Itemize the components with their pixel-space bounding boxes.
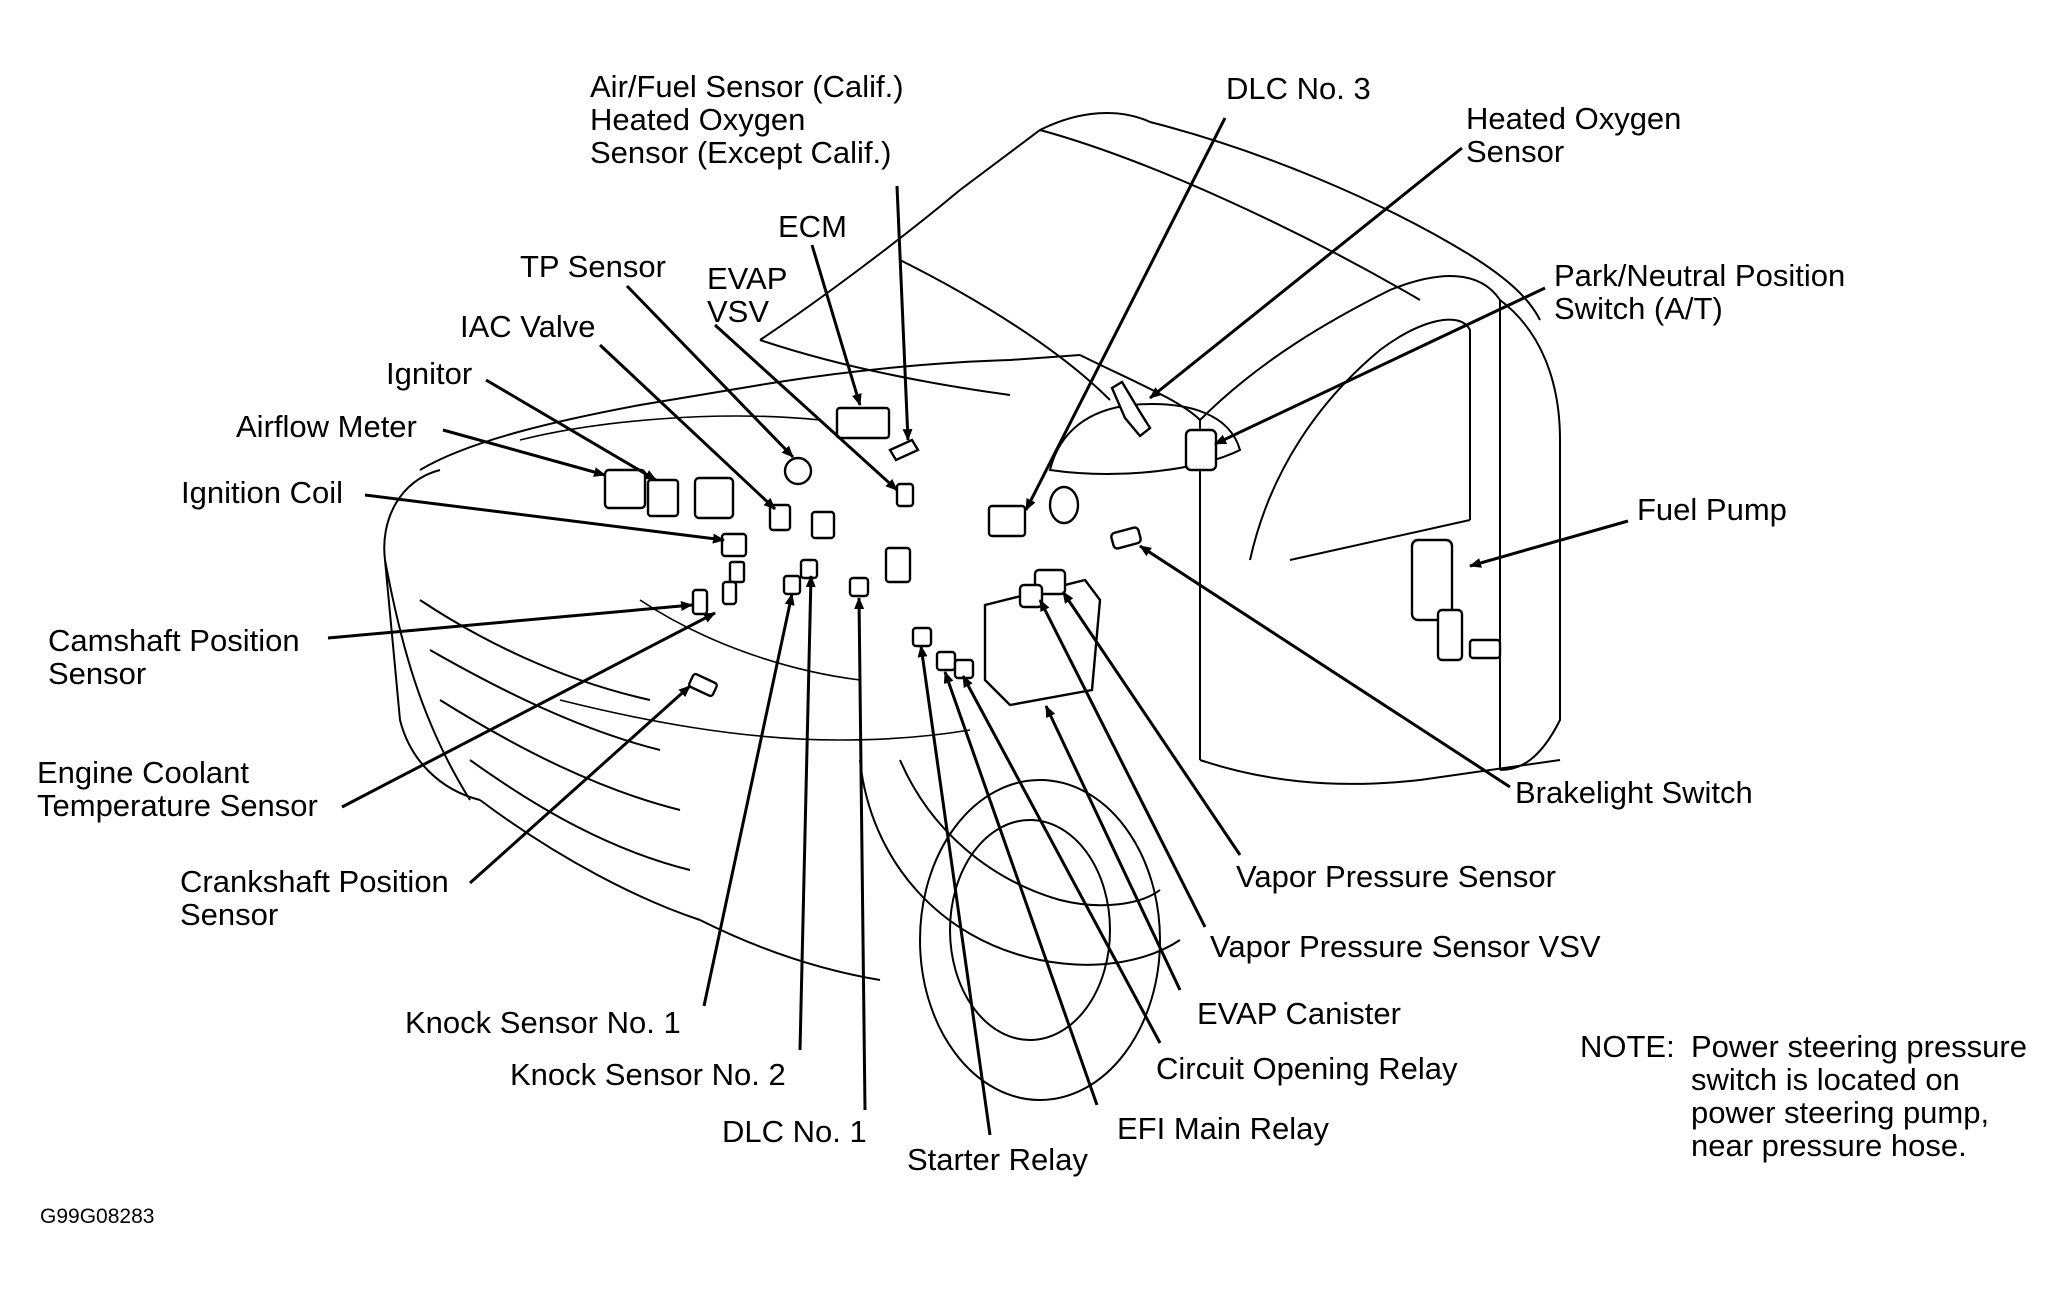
tp-sensor-part [783,456,813,486]
circuit-opening-relay-part [953,658,975,680]
ignition-coil-b-part [728,560,746,584]
label-crankshaft-position-sensor: Crankshaft Position Sensor [180,864,449,932]
leader-fuel-pump [1469,519,1629,568]
label-knock-sensor-no-2: Knock Sensor No. 2 [510,1057,786,1092]
leader-vapor-pressure-sensor-vsv [1038,599,1207,928]
label-ignitor: Ignitor [386,356,473,391]
label-evap-canister: EVAP Canister [1197,996,1401,1031]
label-evap-vsv: EVAP VSV [707,261,788,329]
label-brakelight-switch: Brakelight Switch [1515,775,1753,810]
leader-efi-main-relay [943,671,1099,1106]
label-ignition-coil: Ignition Coil [181,475,343,510]
label-knock-sensor-no-1: Knock Sensor No. 1 [405,1005,681,1040]
label-tp-sensor: TP Sensor [520,249,666,284]
label-airflow-meter: Airflow Meter [236,409,417,444]
leader-circuit-opening-relay [961,675,1162,1044]
leader-ignition-coil [364,493,725,544]
knock-sensor-1-part [782,574,802,596]
leader-engine-coolant-temp-sensor [341,611,716,809]
brakelight-switch-part [1110,526,1142,550]
evap-canister-part [983,578,1102,707]
leader-camshaft-position-sensor [327,601,693,640]
iac-valve-part [768,503,792,532]
leader-ignitor [485,378,657,482]
airflow-meter-part [603,468,647,510]
fuel-pump-part [1410,538,1454,622]
label-air-fuel-sensor: Air/Fuel Sensor (Calif.) Heated Oxygen S… [590,69,904,170]
leader-knock-sensor-no-1 [702,593,795,1007]
leader-evap-vsv [713,323,899,492]
figure-code: G99G08283 [40,1205,155,1228]
ignition-coil-part [720,532,748,558]
leader-knock-sensor-no-2 [798,575,816,1051]
label-circuit-opening-relay: Circuit Opening Relay [1156,1051,1458,1086]
label-starter-relay: Starter Relay [907,1142,1088,1177]
label-dlc-no-1: DLC No. 1 [722,1114,867,1149]
leader-evap-canister [1044,705,1182,991]
label-dlc-no-3: DLC No. 3 [1226,71,1371,106]
iac-valve-body-part [810,510,836,540]
evap-vsv-part [895,482,915,508]
label-ecm: ECM [778,209,847,244]
camshaft-position-sensor-part [691,588,709,616]
fuel-pump-connector-part [1468,638,1502,660]
crankshaft-position-sensor-part [688,672,718,698]
label-heated-oxygen-sensor: Heated Oxygen Sensor [1466,101,1682,169]
label-camshaft-position-sensor: Camshaft Position Sensor [48,623,300,691]
ignitor-block-part [693,476,735,520]
dlc-no-1-block-part [884,546,912,584]
leader-vapor-pressure-sensor [1061,591,1242,856]
note-heading: NOTE: [1580,1029,1675,1064]
label-efi-main-relay: EFI Main Relay [1117,1111,1329,1146]
leader-air-fuel-sensor [895,185,913,441]
leader-airflow-meter [442,428,606,477]
leader-crankshaft-position-sensor [468,684,692,885]
park-neutral-switch-part [1184,428,1218,472]
label-fuel-pump: Fuel Pump [1637,492,1787,527]
label-iac-valve: IAC Valve [460,309,596,344]
dlc-no-1-part [848,576,870,598]
leader-dlc-no-1 [854,597,867,1111]
dlc-no-3-part [987,504,1027,538]
label-vapor-pressure-sensor: Vapor Pressure Sensor [1236,859,1556,894]
leader-lines [327,117,1629,1136]
efi-main-relay-part [935,650,957,672]
air-fuel-sensor-part [888,438,920,462]
ecm-part [835,406,891,440]
leader-iac-valve [598,343,777,511]
leader-park-neutral-switch [1214,286,1546,446]
vapor-pressure-sensor-vsv-part [1018,583,1044,609]
note-body: Power steering pressure switch is locate… [1691,1029,2027,1163]
fuel-pump-body-part [1436,608,1464,662]
label-vapor-pressure-sensor-vsv: Vapor Pressure Sensor VSV [1210,929,1601,964]
leader-heated-oxygen-sensor [1149,146,1463,400]
dlc-no-3-connector-part [1048,485,1080,525]
leader-dlc-no-3 [1024,117,1227,511]
leader-tp-sensor [625,284,795,459]
label-engine-coolant-temp-sensor: Engine Coolant Temperature Sensor [37,755,318,823]
engine-coolant-temperature-sensor-part [721,580,738,606]
heated-oxygen-sensor-part [1110,380,1152,438]
leader-starter-relay [917,645,992,1136]
knock-sensor-2-part [799,558,819,580]
label-park-neutral-switch: Park/Neutral Position Switch (A/T) [1554,258,1846,326]
leader-brakelight-switch [1139,544,1511,789]
starter-relay-part [911,626,933,648]
leader-ecm [810,244,862,406]
component-parts [603,380,1502,707]
ignitor-part [646,478,680,518]
